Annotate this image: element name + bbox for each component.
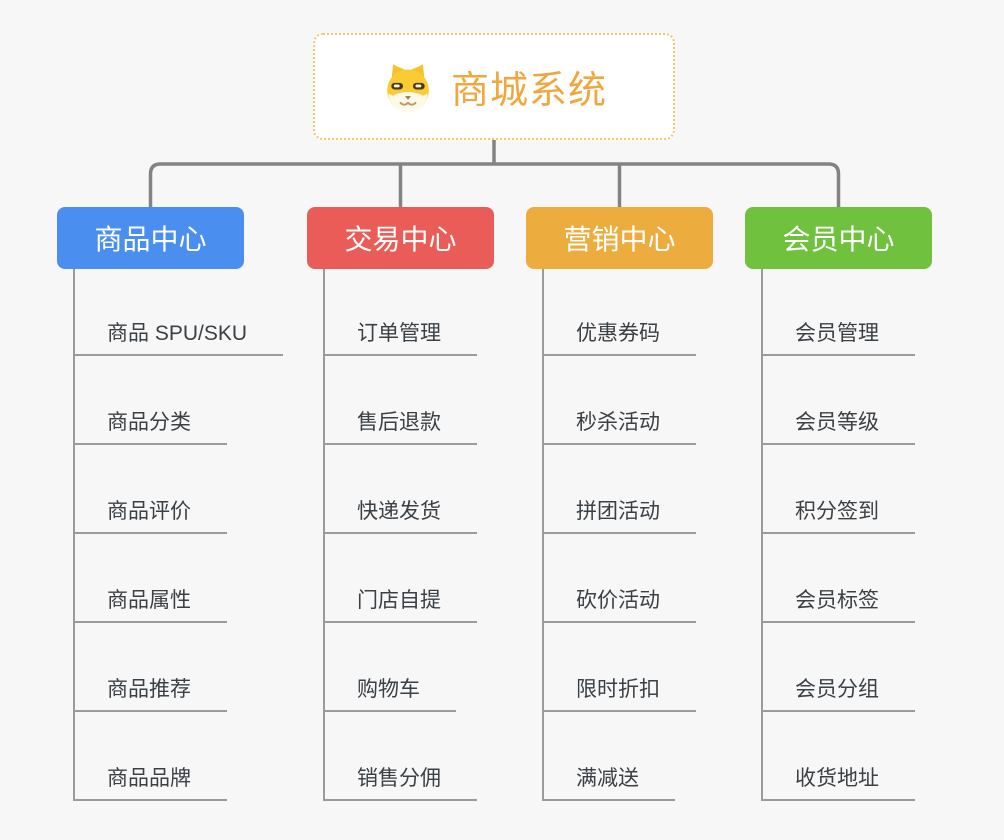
leaf-item[interactable]: 收货地址	[761, 763, 915, 801]
leaf-item[interactable]: 满减送	[542, 763, 675, 801]
leaf-item[interactable]: 会员管理	[761, 318, 915, 356]
leaf-item[interactable]: 商品 SPU/SKU	[73, 318, 284, 356]
root-node[interactable]: 商城系统	[313, 33, 675, 140]
leaf-item[interactable]: 快递发货	[323, 496, 477, 534]
leaf-item[interactable]: 商品评价	[73, 496, 227, 534]
leaf-item[interactable]: 会员标签	[761, 585, 915, 623]
leaf-item[interactable]: 商品推荐	[73, 674, 227, 712]
leaf-item[interactable]: 积分签到	[761, 496, 915, 534]
leaf-item[interactable]: 会员分组	[761, 674, 915, 712]
member-center-children: 会员管理 会员等级 积分签到 会员标签 会员分组 收货地址	[761, 269, 1001, 801]
leaf-item[interactable]: 限时折扣	[542, 674, 696, 712]
leaf-item[interactable]: 售后退款	[323, 407, 477, 445]
branch-member-center[interactable]: 会员中心	[745, 207, 932, 269]
leaf-item[interactable]: 销售分佣	[323, 763, 477, 801]
leaf-item[interactable]: 商品属性	[73, 585, 227, 623]
leaf-item[interactable]: 商品分类	[73, 407, 227, 445]
leaf-item[interactable]: 会员等级	[761, 407, 915, 445]
leaf-item[interactable]: 商品品牌	[73, 763, 227, 801]
dog-face-icon	[381, 62, 435, 112]
leaf-item[interactable]: 购物车	[323, 674, 456, 712]
branch-product-center[interactable]: 商品中心	[57, 207, 244, 269]
marketing-center-children: 优惠券码 秒杀活动 拼团活动 砍价活动 限时折扣 满减送	[542, 269, 782, 801]
branch-trade-center[interactable]: 交易中心	[307, 207, 494, 269]
leaf-item[interactable]: 订单管理	[323, 318, 477, 356]
product-center-children: 商品 SPU/SKU 商品分类 商品评价 商品属性 商品推荐 商品品牌	[73, 269, 313, 801]
leaf-item[interactable]: 秒杀活动	[542, 407, 696, 445]
branch-marketing-center[interactable]: 营销中心	[526, 207, 713, 269]
leaf-item[interactable]: 拼团活动	[542, 496, 696, 534]
leaf-item[interactable]: 门店自提	[323, 585, 477, 623]
root-title: 商城系统	[450, 70, 607, 112]
trade-center-children: 订单管理 售后退款 快递发货 门店自提 购物车 销售分佣	[323, 269, 563, 801]
leaf-item[interactable]: 优惠券码	[542, 318, 696, 356]
leaf-item[interactable]: 砍价活动	[542, 585, 696, 623]
